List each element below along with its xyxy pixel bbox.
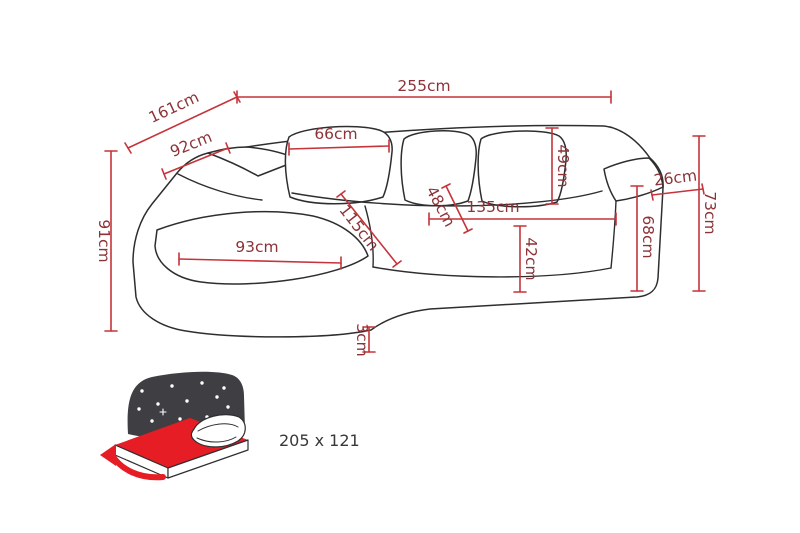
dimension-left-height: 91cm [95, 150, 118, 332]
dimension-inner-height: 68cm [630, 185, 657, 292]
dim-label-cushion-width: 66cm [314, 125, 357, 143]
dimension-chaise-length: 93cm [178, 238, 342, 270]
chaise-armrest-seam [177, 173, 263, 201]
dim-label-right-armrest: 26cm [653, 166, 698, 189]
dim-label-seat-width: 135cm [466, 198, 519, 216]
fold-out-arrow-head [100, 444, 116, 466]
dimension-cushion-width: 66cm [288, 125, 390, 156]
sleeping-area-label: 205 x 121 [279, 431, 360, 450]
back-pillow-3 [477, 130, 567, 208]
left-armrest-top-face [207, 146, 300, 177]
sofa-bed-fold-out-icon [100, 371, 249, 481]
backrest-seat-seam [291, 190, 603, 207]
blanket-fold-line-1 [197, 423, 239, 432]
blanket-fold-line-2 [196, 436, 237, 443]
back-pillow-1 [284, 125, 393, 205]
bed-base-front-face [167, 439, 249, 479]
dimension-total-width: 255cm [236, 77, 612, 104]
back-pillow-2 [400, 130, 477, 207]
corner-sofa-drawing [132, 124, 664, 338]
dim-label-cushion-height: 49cm [554, 144, 572, 187]
dim-label-inner-height: 68cm [639, 215, 657, 258]
dimension-seat-width: 135cm [428, 198, 617, 226]
dim-label-leg-height: 3cm [353, 323, 371, 356]
dimension-right-armrest: 26cm [650, 166, 705, 201]
dim-label-right-height: 73cm [701, 191, 719, 234]
dim-label-total-depth: 161cm [146, 88, 202, 127]
seat-front-edge [372, 266, 612, 278]
dimension-right-height: 73cm [692, 135, 719, 292]
dim-label-chaise-length: 93cm [235, 238, 278, 256]
right-armrest-inner-edge [610, 200, 617, 269]
dim-label-total-width: 255cm [397, 77, 450, 95]
chaise-cushion [154, 210, 369, 285]
dimension-cushion-height: 49cm [545, 127, 572, 205]
dimension-leg-height: 3cm [353, 323, 376, 357]
dimension-seat-height: 42cm [513, 225, 540, 293]
dim-label-left-height: 91cm [95, 219, 113, 262]
right-armrest-top-face [603, 157, 664, 202]
chaise-corner-seam [364, 205, 374, 268]
dim-label-seat-height: 42cm [522, 237, 540, 280]
